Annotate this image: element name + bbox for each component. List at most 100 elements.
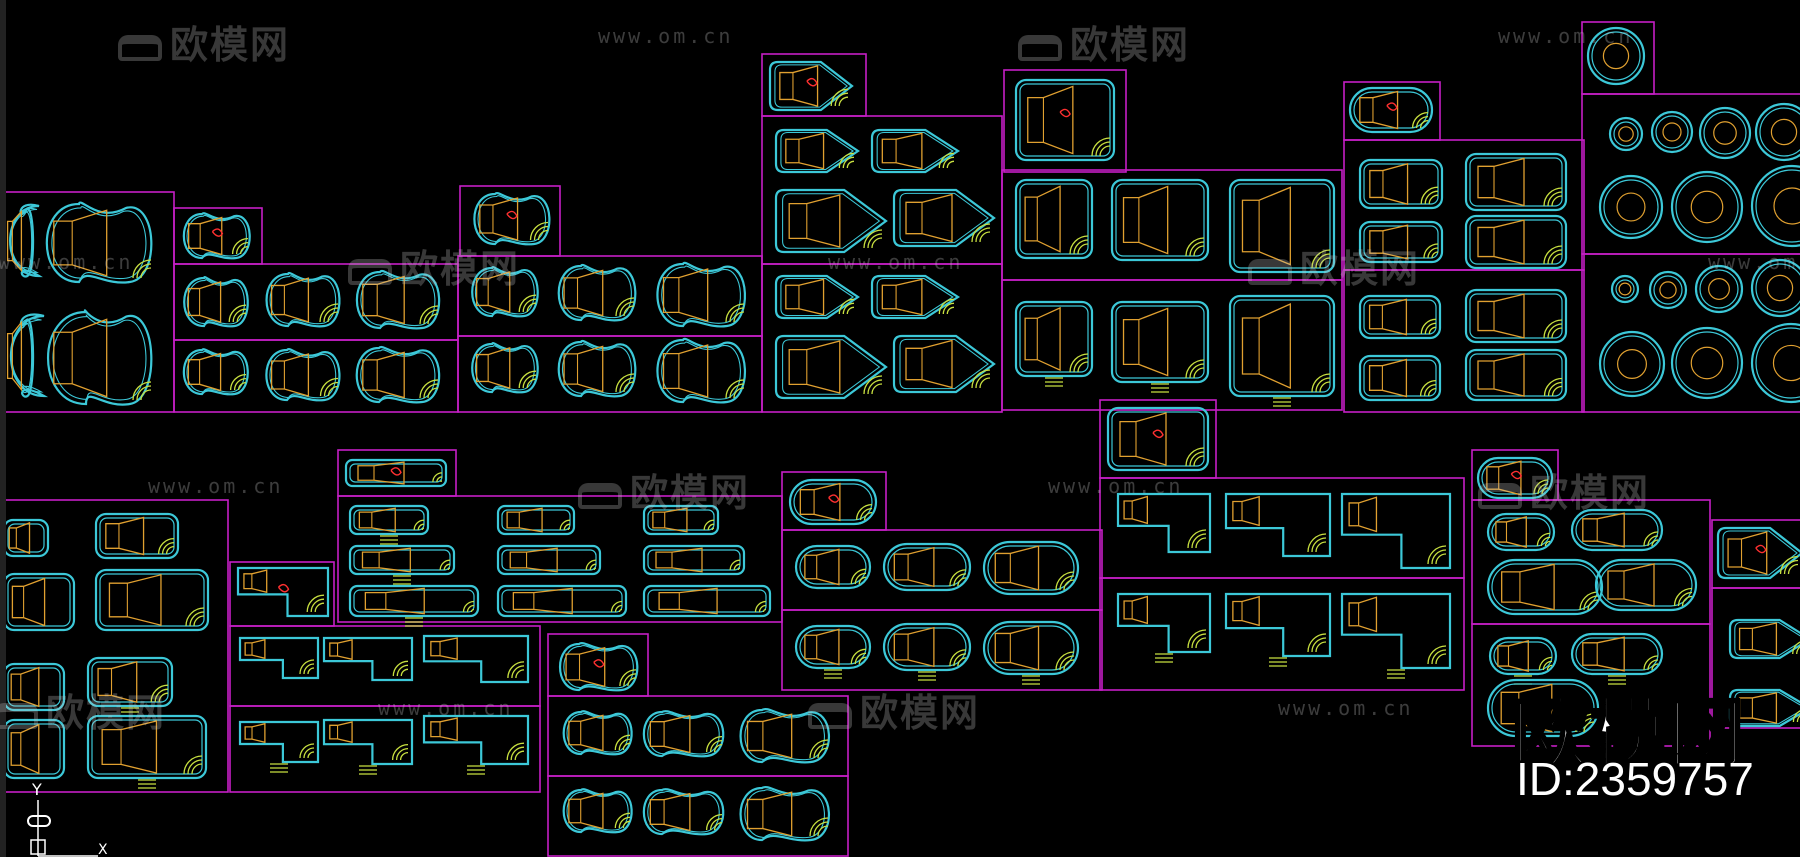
pool-shape xyxy=(94,568,210,632)
pool-shape xyxy=(471,342,539,394)
pool-shape xyxy=(1598,330,1666,398)
pool-shape xyxy=(739,707,831,764)
pool-shape xyxy=(1110,178,1210,262)
pool-shape xyxy=(2,572,76,632)
drawing-frames xyxy=(3,21,1800,857)
ucs-x-label: X xyxy=(98,842,108,857)
pool-shape xyxy=(1014,300,1094,387)
pool-shape xyxy=(182,348,249,396)
pool-shape xyxy=(94,512,180,560)
drawing-frame xyxy=(781,609,1103,691)
watermark-logo: 欧模网 xyxy=(1018,14,1190,69)
pool-shape xyxy=(768,60,854,112)
pool-shape xyxy=(1570,508,1664,552)
pool-shape xyxy=(882,542,972,592)
pool-shape xyxy=(473,191,551,246)
pool-shape xyxy=(882,622,972,681)
pool-shape xyxy=(422,634,530,684)
pool-shape xyxy=(2,518,50,558)
pool-shape xyxy=(45,201,153,284)
pool-shape xyxy=(557,339,637,398)
pool-shape xyxy=(642,584,772,618)
drawing-frame xyxy=(229,705,541,793)
ucs-axis-icon xyxy=(27,800,98,857)
pool-shape xyxy=(355,269,441,330)
pool-shape xyxy=(892,334,996,394)
pool-shape xyxy=(1464,214,1568,270)
sofa-icon xyxy=(578,482,622,509)
viewport-left-edge xyxy=(0,0,6,857)
pool-shape xyxy=(557,263,637,322)
pool-shape xyxy=(238,636,320,680)
pool-shape xyxy=(1716,526,1800,580)
pool-shape xyxy=(265,271,341,328)
pool-shape xyxy=(422,714,530,775)
sofa-icon xyxy=(0,702,38,729)
pool-shape xyxy=(86,714,208,789)
watermark-url: www.om.cn xyxy=(0,250,134,274)
pool-shape xyxy=(982,620,1080,685)
pool-shape xyxy=(1110,300,1210,393)
pool-shape xyxy=(1464,288,1568,344)
pool-shape xyxy=(348,584,480,627)
pool-shape xyxy=(1486,512,1556,552)
ucs-y-label: Y xyxy=(32,780,42,799)
pool-shape xyxy=(562,710,633,756)
watermark-url: www.om.cn xyxy=(148,474,284,498)
sofa-icon xyxy=(1248,258,1292,285)
pool-shape xyxy=(1224,492,1332,558)
pool-shape xyxy=(1486,558,1604,616)
pool-shape xyxy=(1340,592,1452,679)
watermark-logo: 欧模网 xyxy=(578,462,750,517)
pool-shape xyxy=(1586,26,1646,86)
pool-shape xyxy=(1608,116,1644,152)
pool-shape xyxy=(1750,258,1800,318)
pool-shape xyxy=(642,504,720,536)
pool-shapes xyxy=(2,26,1800,842)
pool-shape xyxy=(870,274,961,320)
drawing-frame xyxy=(1099,577,1465,691)
watermark-url: www.om.cn xyxy=(1278,696,1414,720)
pool-shape xyxy=(348,504,430,545)
pool-shape xyxy=(1228,294,1336,407)
sofa-icon xyxy=(1478,482,1522,509)
pool-shape xyxy=(1750,164,1800,248)
pool-shape xyxy=(1340,492,1452,570)
pool-shape xyxy=(788,478,878,526)
sofa-icon xyxy=(118,34,162,61)
pool-shape xyxy=(348,544,456,585)
pool-shape xyxy=(562,788,633,834)
pool-shape xyxy=(1598,174,1664,240)
drawing-frame xyxy=(547,775,849,857)
pool-shape xyxy=(1464,348,1568,402)
pool-shape xyxy=(794,624,872,679)
pool-shape xyxy=(1348,86,1434,134)
pool-shape xyxy=(1694,264,1744,314)
brand-logo: 欧模网 xyxy=(1511,688,1746,780)
pool-shape xyxy=(1698,106,1752,160)
pool-shape xyxy=(774,274,860,320)
pool-shape xyxy=(46,309,153,406)
pool-shape xyxy=(1106,406,1210,472)
pool-shape xyxy=(774,128,860,174)
sofa-icon xyxy=(348,258,392,285)
pool-shape xyxy=(656,337,747,404)
pool-shape xyxy=(6,313,49,398)
pool-shape xyxy=(642,544,746,576)
pool-shape xyxy=(1754,102,1800,162)
pool-shape xyxy=(1570,632,1664,685)
drawing-frame xyxy=(547,695,849,777)
drawing-frame xyxy=(1343,269,1585,413)
watermark-url: www.om.cn xyxy=(828,250,964,274)
pool-shape xyxy=(344,458,448,488)
brand-id-label: ID:2359757 xyxy=(1516,753,1754,805)
watermark-logo: 欧模网 xyxy=(118,14,290,69)
pool-shape xyxy=(739,785,831,842)
pool-shape xyxy=(642,710,725,758)
pool-shape xyxy=(1648,270,1688,310)
pool-shape xyxy=(1358,294,1442,340)
pool-shape xyxy=(1670,170,1744,244)
pool-shape xyxy=(496,544,602,576)
